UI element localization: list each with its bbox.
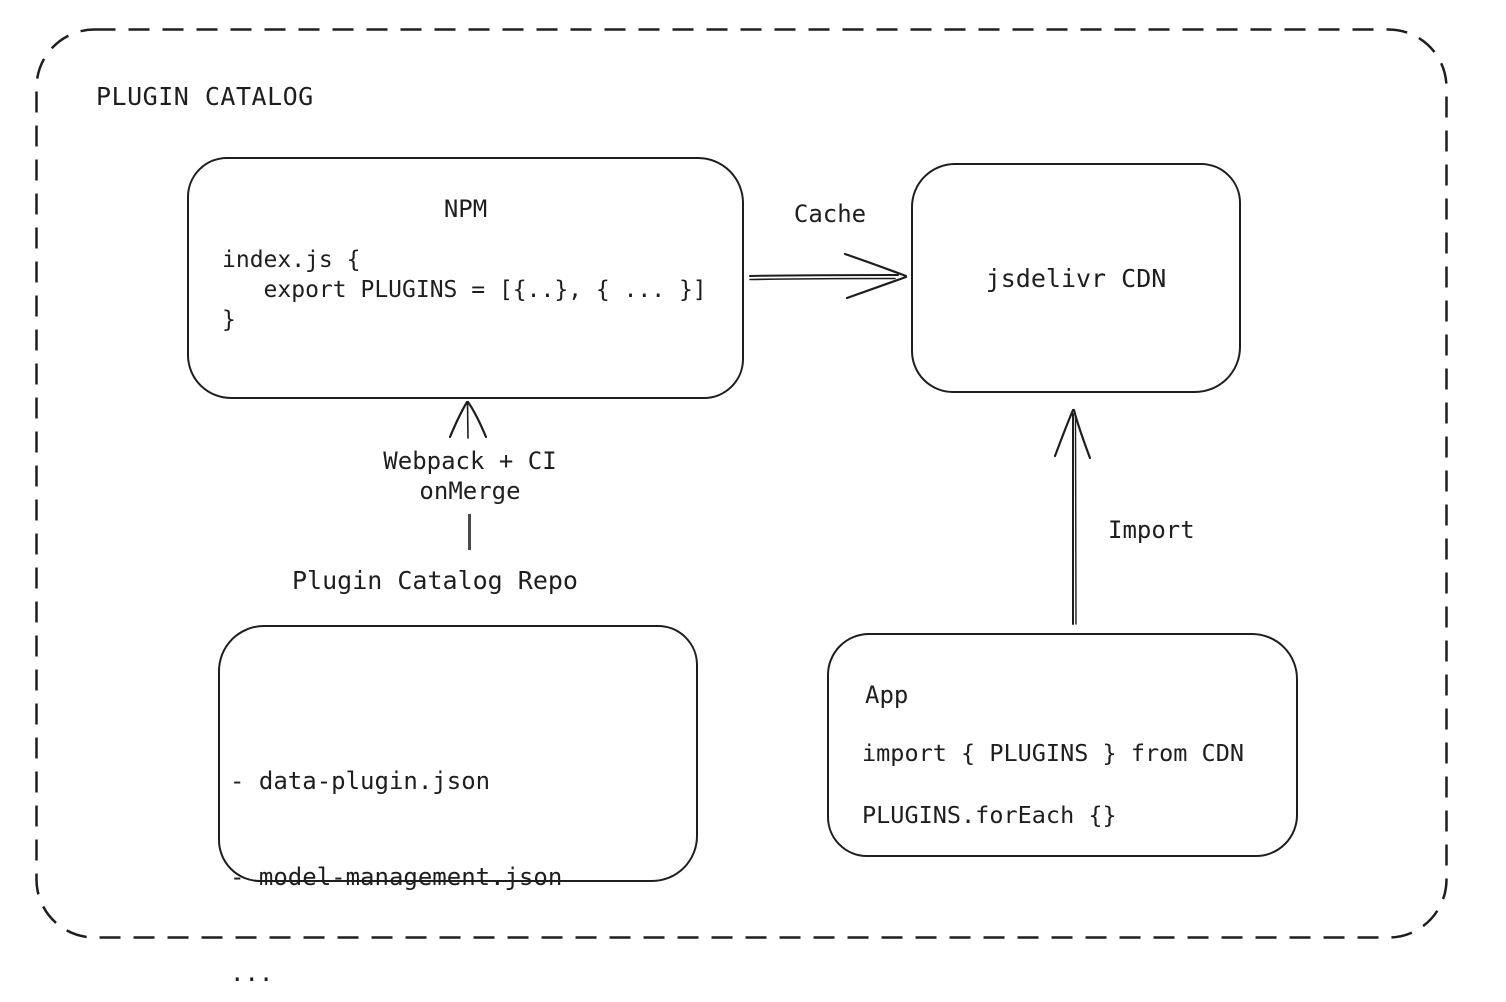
repo-node-label: Plugin Catalog Repo	[292, 566, 578, 595]
npm-node-code: index.js { export PLUGINS = [{..}, { ...…	[222, 247, 707, 333]
diagram-title: PLUGIN CATALOG	[96, 82, 314, 111]
build-arrow-label: Webpack + CI onMerge	[383, 447, 557, 505]
build-arrow	[448, 400, 488, 439]
npm-node: NPM index.js { export PLUGINS = [{..}, {…	[187, 157, 744, 399]
repo-file-item: - model-management.json	[230, 863, 563, 891]
repo-file-item: - data-plugin.json	[230, 767, 491, 795]
repo-file-item: ...	[230, 959, 274, 987]
app-node-code-foreach: PLUGINS.forEach {}	[862, 801, 1117, 829]
app-node: App import { PLUGINS } from CDN PLUGINS.…	[827, 633, 1298, 857]
repo-file-list: - data-plugin.json - model-management.js…	[230, 701, 562, 1002]
import-arrow	[1053, 408, 1092, 625]
cdn-node: jsdelivr CDN	[911, 163, 1241, 393]
cache-arrow	[749, 252, 908, 300]
repo-node: - data-plugin.json - model-management.js…	[218, 625, 698, 987]
npm-node-title: NPM	[443, 195, 488, 223]
cdn-node-label: jsdelivr CDN	[985, 263, 1167, 293]
app-node-code-import: import { PLUGINS } from CDN	[862, 739, 1245, 767]
build-arrow-stub	[468, 514, 471, 550]
cache-arrow-label: Cache	[793, 200, 867, 228]
import-arrow-label: Import	[1108, 516, 1195, 544]
app-node-title: App	[865, 681, 909, 709]
